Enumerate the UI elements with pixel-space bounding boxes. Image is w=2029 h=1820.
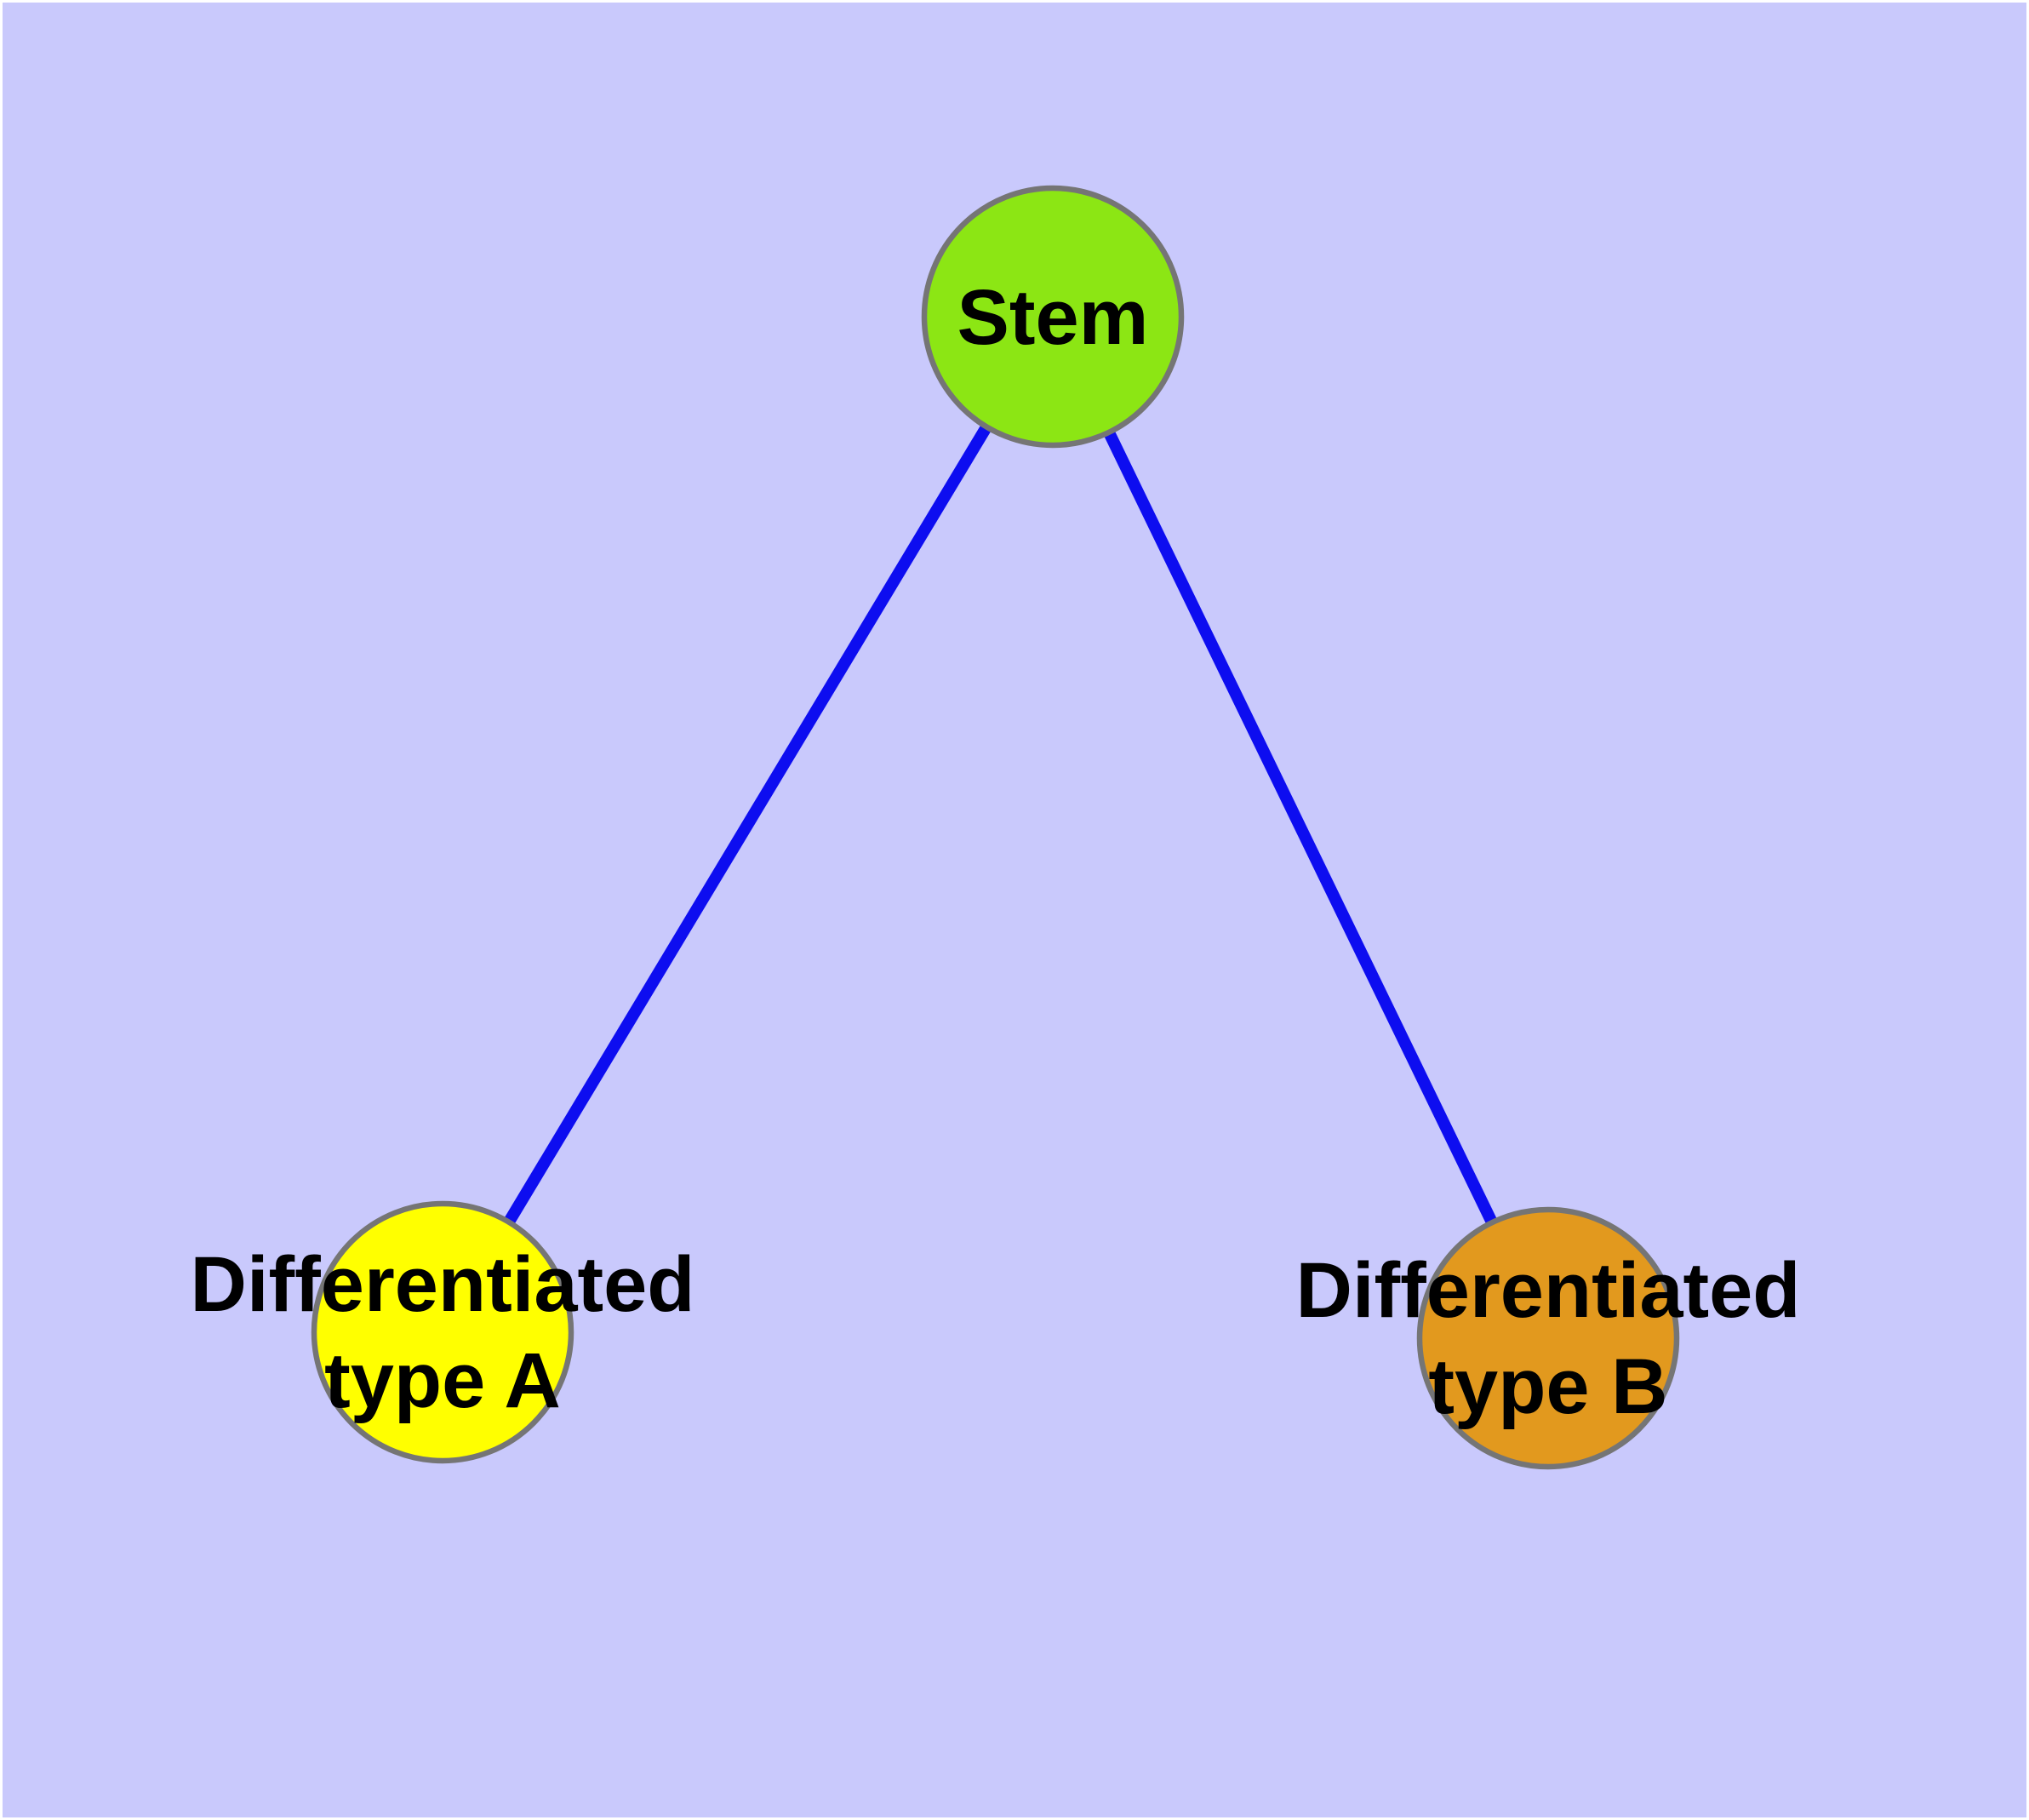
node-type-a-label-line1: Differentiated: [191, 1241, 695, 1328]
edge-stem-to-type-a: [437, 313, 1058, 1336]
node-type-b-label-line2: type B: [1428, 1343, 1667, 1430]
node-type-a-label-line2: type A: [324, 1337, 561, 1424]
node-type-b[interactable]: Differentiated type B: [1296, 1206, 1801, 1470]
node-type-b-circle[interactable]: [1416, 1206, 1680, 1470]
node-stem-circle[interactable]: [921, 185, 1185, 449]
node-type-a-circle[interactable]: [311, 1200, 574, 1464]
node-type-b-label-line1: Differentiated: [1296, 1247, 1801, 1334]
node-type-a[interactable]: Differentiated type A: [191, 1200, 695, 1464]
node-stem[interactable]: Stem: [921, 185, 1185, 449]
node-stem-label: Stem: [957, 274, 1149, 361]
edge-stem-to-type-b: [1047, 313, 1554, 1342]
